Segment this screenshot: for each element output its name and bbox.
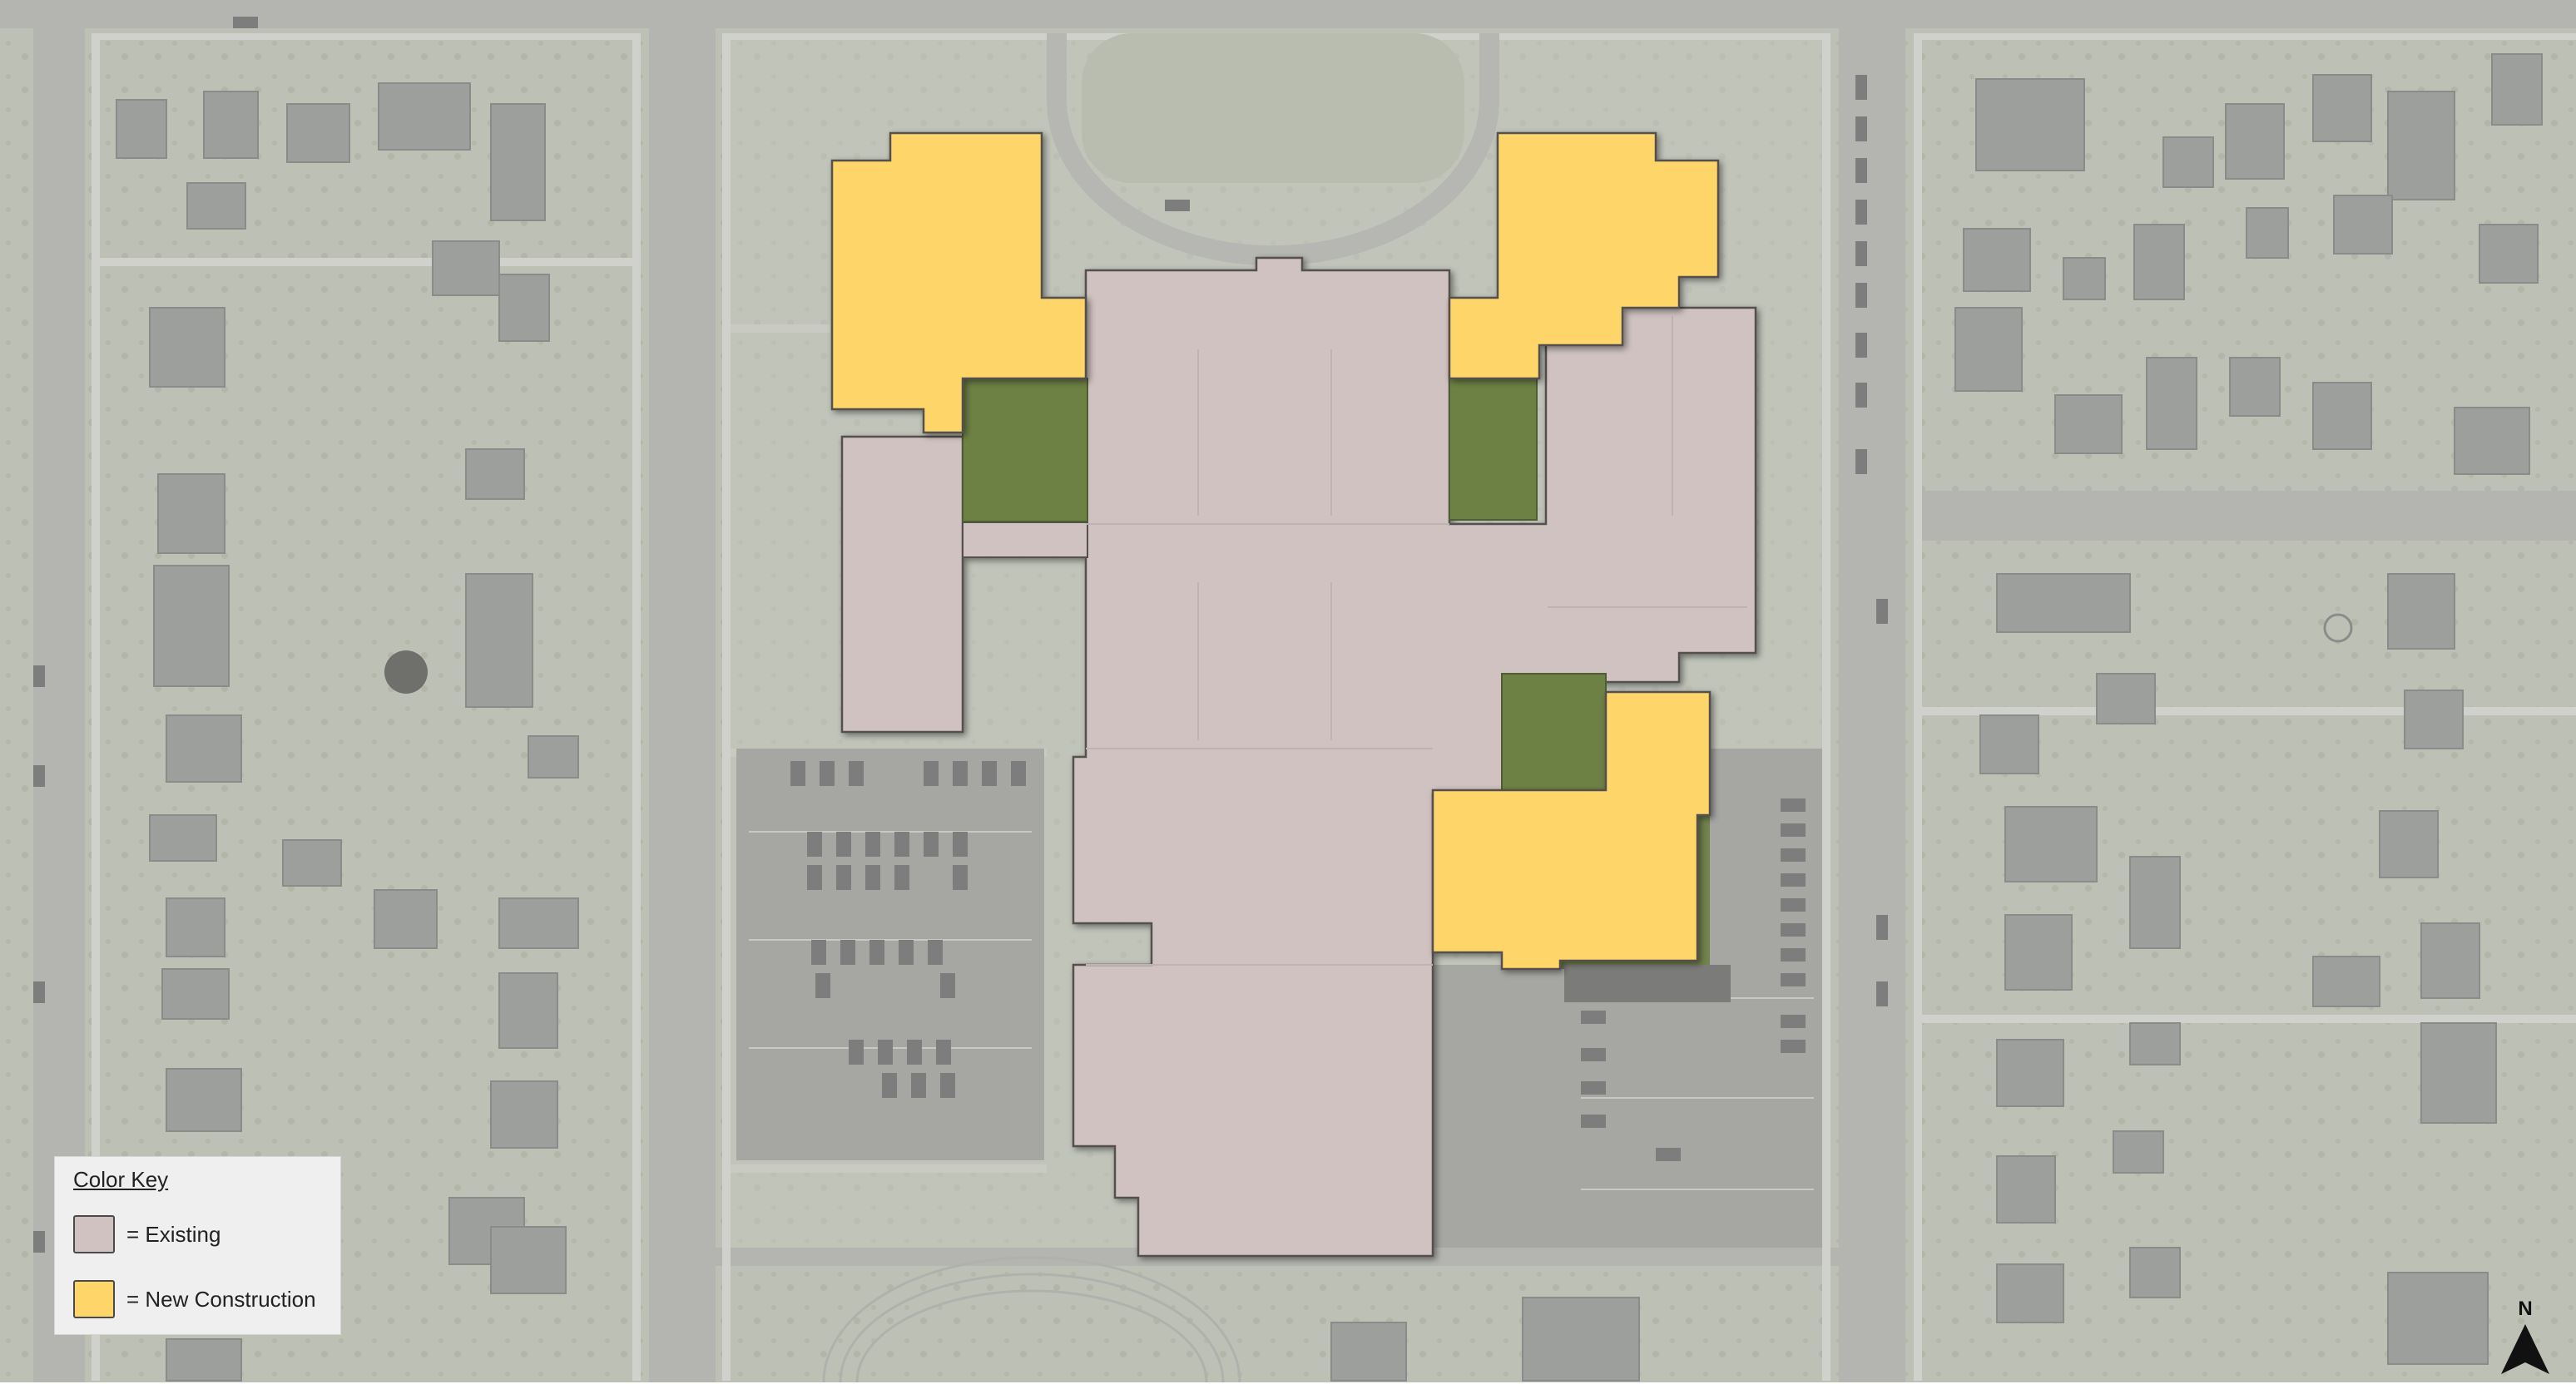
legend-title: Color Key	[73, 1167, 169, 1192]
new-construction-northwest	[830, 131, 1087, 434]
new-construction-swatch	[73, 1280, 115, 1318]
legend-label-new-construction: = New Construction	[126, 1286, 316, 1312]
legend-label-existing: = Existing	[126, 1221, 221, 1247]
residential-houses-east	[1954, 53, 2543, 1365]
drive-loop-lawn	[1082, 33, 1464, 183]
south-buildings	[1330, 1297, 1640, 1382]
existing-west-wing	[840, 435, 964, 734]
legend-item-existing: = Existing	[73, 1213, 220, 1256]
new-construction	[830, 131, 1720, 971]
drive-loop	[1047, 33, 1499, 266]
existing-swatch	[73, 1215, 115, 1253]
roof-lines	[1086, 316, 1747, 966]
running-track	[822, 1256, 1241, 1383]
parked-cars	[33, 17, 1888, 1253]
residential-houses-west	[116, 82, 579, 1382]
north-arrow: N	[2496, 1298, 2554, 1389]
page-margin	[0, 1382, 2576, 1399]
existing-connector	[962, 522, 1088, 558]
service-yard	[1564, 965, 1731, 1002]
new-construction-southeast	[1431, 690, 1712, 971]
north-label: N	[2518, 1298, 2533, 1320]
east-roundabout	[2323, 613, 2353, 643]
round-pool	[384, 650, 428, 694]
color-key-legend: Color Key = Existing = New Construction	[54, 1156, 341, 1335]
new-construction-northeast	[1448, 131, 1720, 380]
north-arrow-icon	[2501, 1324, 2549, 1374]
courtyards	[962, 378, 1607, 791]
existing-building	[840, 256, 1757, 1258]
legend-item-new-construction: = New Construction	[73, 1278, 316, 1321]
